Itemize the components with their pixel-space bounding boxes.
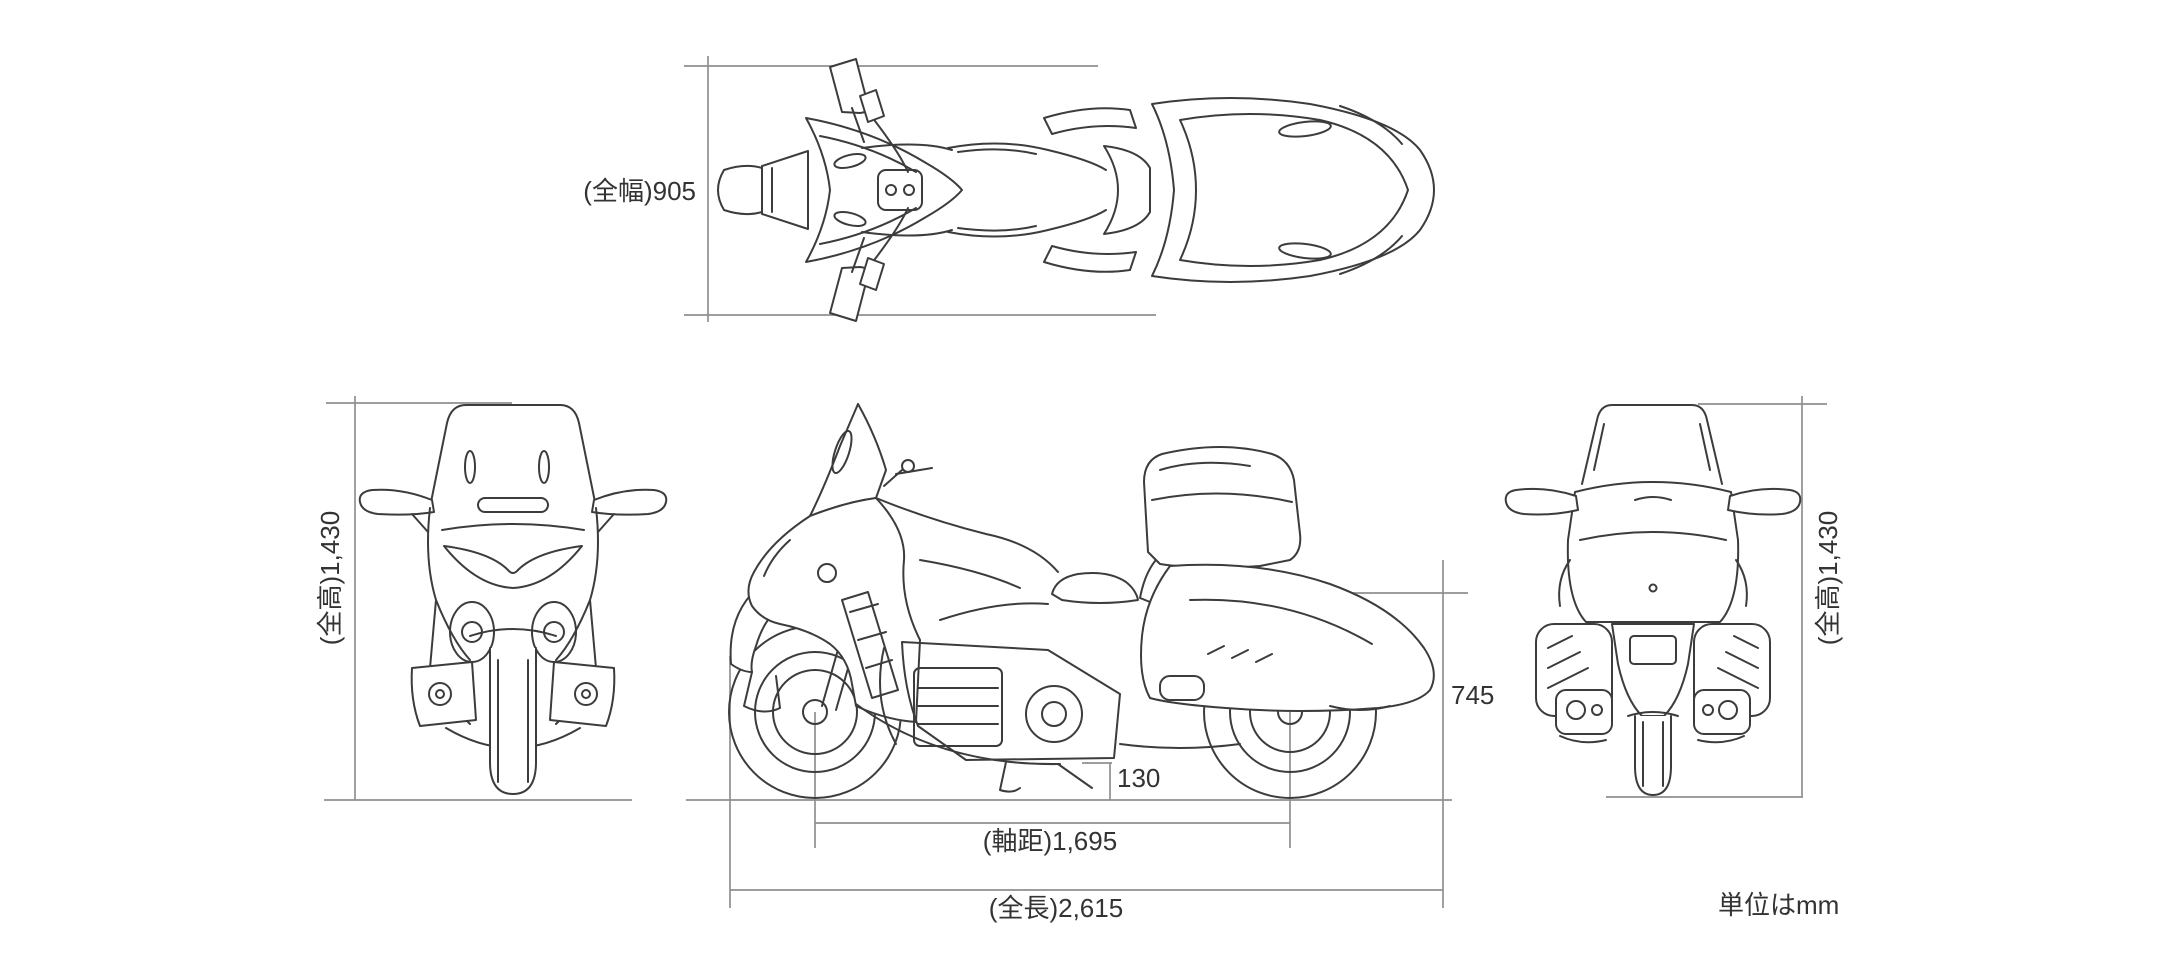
overall-height-right-label: (全高)1,430 — [1813, 510, 1843, 646]
dimension-lines — [324, 56, 1827, 908]
overall-length-label: (全長)2,615 — [988, 893, 1124, 923]
top-view-drawing — [717, 58, 1435, 322]
unit-note: 単位はmm — [1718, 890, 1840, 920]
overall-width-label: (全幅)905 — [583, 176, 696, 206]
side-view-drawing — [728, 403, 1435, 799]
rear-view-drawing — [1504, 404, 1802, 796]
ground-clearance-label: 130 — [1117, 763, 1161, 793]
seat-height-label: 745 — [1451, 680, 1495, 710]
overall-height-left-label: (全高)1,430 — [315, 510, 345, 646]
wheelbase-label: (軸距)1,695 — [982, 826, 1118, 856]
front-view-drawing — [358, 404, 668, 795]
